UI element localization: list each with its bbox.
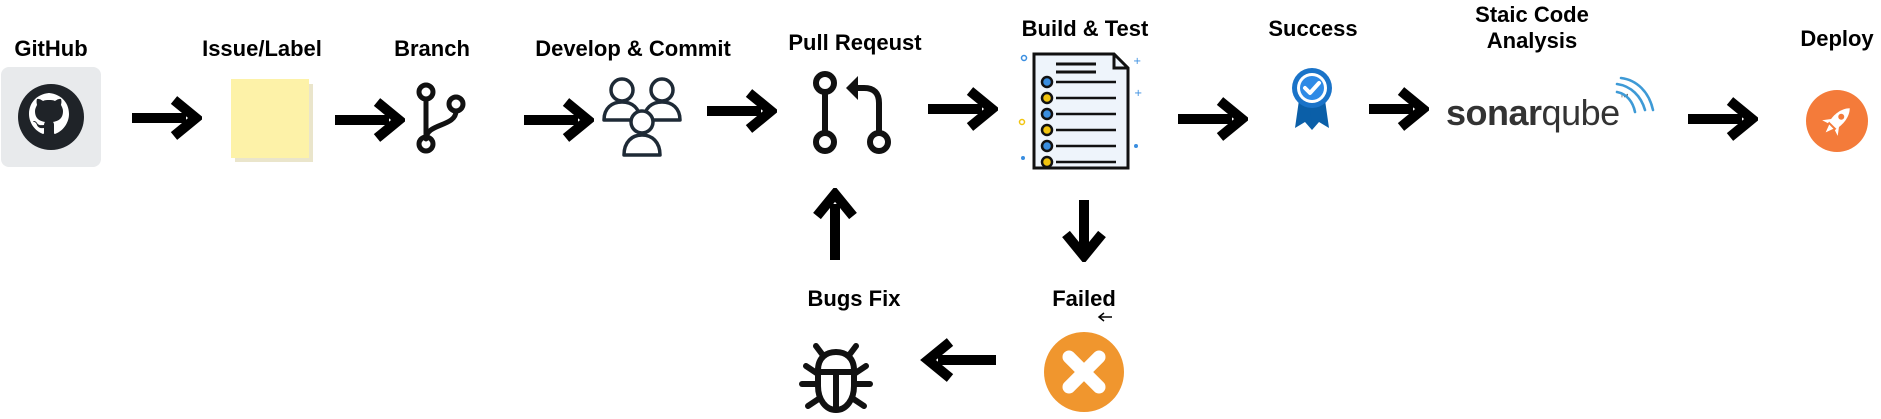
arrow-build-to-failed: [1062, 198, 1106, 262]
static-analysis-label-line2: Analysis: [1486, 28, 1578, 53]
svg-text:+: +: [1133, 56, 1141, 67]
award-badge-icon: [1289, 66, 1335, 130]
arrow-github-to-issue: [130, 96, 202, 140]
arrow-pr-to-build: [926, 87, 998, 131]
x-circle-icon: [1044, 332, 1124, 412]
sonarqube-trademark: ™: [1619, 92, 1629, 102]
pull-request-icon: [812, 70, 898, 156]
rocket-icon: [1806, 90, 1868, 152]
bug-icon: [798, 343, 874, 416]
team-users-icon: [600, 76, 684, 160]
arrow-issue-to-branch: [333, 98, 405, 142]
small-arrow-indicator: [1096, 312, 1114, 322]
bugs-fix-label: Bugs Fix: [807, 286, 901, 311]
issue-label: Issue/Label: [202, 36, 322, 61]
arrow-develop-to-pr: [705, 89, 777, 133]
failed-label: Failed: [1052, 286, 1116, 311]
git-branch-icon: [412, 82, 470, 156]
arrow-failed-to-bugs: [920, 338, 998, 382]
pull-request-label: Pull Reqeust: [788, 30, 922, 55]
sonarqube-logo-part2: qube: [1541, 92, 1621, 133]
static-analysis-label-line1: Staic Code: [1475, 2, 1589, 27]
deploy-label: Deploy: [1800, 26, 1874, 51]
checklist-document-icon: + +: [1016, 50, 1142, 176]
build-test-label: Build & Test: [1021, 16, 1149, 41]
arrow-success-to-sonar: [1367, 87, 1429, 131]
sonarqube-logo: sonarqube™: [1446, 92, 1629, 134]
arrow-build-to-success: [1176, 97, 1248, 141]
success-label: Success: [1268, 16, 1358, 41]
arrow-branch-to-develop: [522, 98, 594, 142]
arrow-sonar-to-deploy: [1686, 97, 1758, 141]
static-analysis-label: Staic Code Analysis: [1432, 2, 1632, 54]
develop-commit-label: Develop & Commit: [535, 36, 731, 61]
sticky-note-icon: [231, 79, 315, 163]
sonarqube-logo-part1: sonar: [1446, 92, 1542, 133]
sonar-waves-icon: [1615, 76, 1657, 126]
svg-text:+: +: [1134, 88, 1142, 99]
github-icon: [1, 67, 101, 167]
arrow-bugs-to-pr: [813, 188, 857, 262]
github-label: GitHub: [14, 36, 88, 61]
branch-label: Branch: [394, 36, 470, 61]
